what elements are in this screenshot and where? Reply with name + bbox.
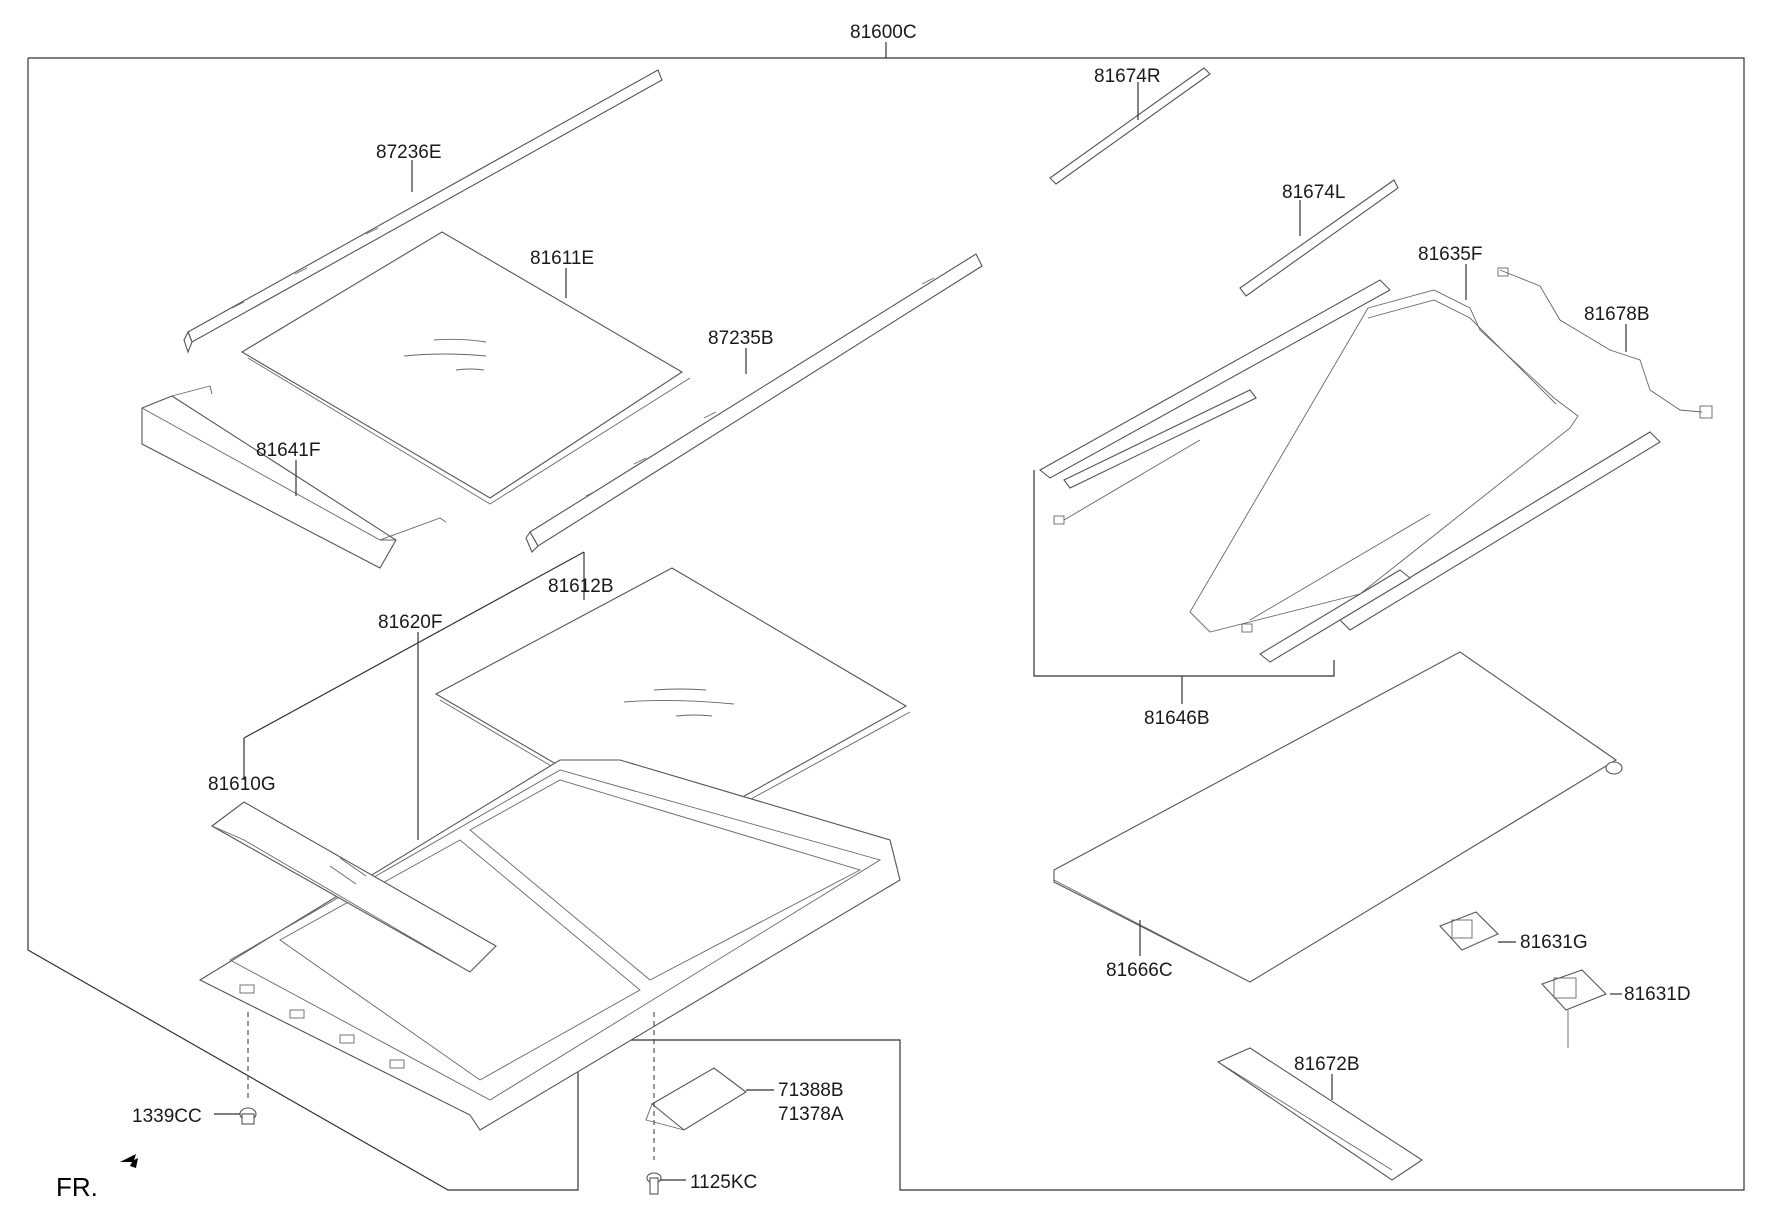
front-direction-label: FR.: [56, 1172, 98, 1202]
label-1339cc: 1339CC: [132, 1106, 202, 1127]
bracket-71388b: [645, 1067, 747, 1131]
label-81674l: 81674L: [1282, 182, 1345, 203]
label-81635f: 81635F: [1418, 244, 1482, 265]
weatherstrip-seals: [1049, 67, 1399, 297]
label-81674r: 81674R: [1094, 66, 1161, 87]
motor-81631d: [1541, 969, 1607, 1048]
sunshade-roller: [1053, 651, 1623, 983]
rear-trim: [1216, 1047, 1423, 1181]
label-81610g: 81610G: [208, 774, 276, 795]
label-87235b: 87235B: [708, 328, 774, 349]
label-81631d: 81631D: [1624, 984, 1691, 1005]
motor-81631g: [1439, 911, 1499, 951]
label-81612b: 81612B: [548, 576, 614, 597]
part-labels: 81600C 81674R 87236E 81674L 81611E 81635…: [56, 22, 1691, 1202]
sunroof-rails: [1039, 279, 1661, 663]
label-71388b: 71388B: [778, 1080, 844, 1101]
label-81600c: 81600C: [850, 22, 917, 43]
label-81620f: 81620F: [378, 612, 442, 633]
label-81646b: 81646B: [1144, 708, 1210, 729]
label-81672b: 81672B: [1294, 1054, 1360, 1075]
label-81611e: 81611E: [530, 248, 594, 269]
label-81631g: 81631G: [1520, 932, 1588, 953]
sunroof-frame: [198, 759, 901, 1131]
label-81641f: 81641F: [256, 440, 320, 461]
assembly-outline: [27, 42, 1745, 1191]
roof-rail-right: [525, 253, 983, 553]
label-81666c: 81666C: [1106, 960, 1173, 981]
leader-lines: [214, 82, 1627, 1181]
drain-frame: [1189, 289, 1579, 633]
label-81678b: 81678B: [1584, 304, 1650, 325]
wind-deflector: [141, 385, 447, 569]
nut-1339cc: [239, 1012, 257, 1125]
front-direction-arrow-icon: [120, 1154, 138, 1168]
roof-rail-left: [183, 69, 663, 354]
wiring-harness: [1497, 267, 1713, 419]
label-1125kc: 1125KC: [690, 1172, 757, 1193]
bolt-1125kc: [646, 1012, 662, 1195]
glass-panel-small: [210, 801, 497, 973]
glass-panel-front: [240, 231, 691, 505]
label-71378a: 71378A: [778, 1104, 844, 1125]
label-87236e: 87236E: [376, 142, 442, 163]
